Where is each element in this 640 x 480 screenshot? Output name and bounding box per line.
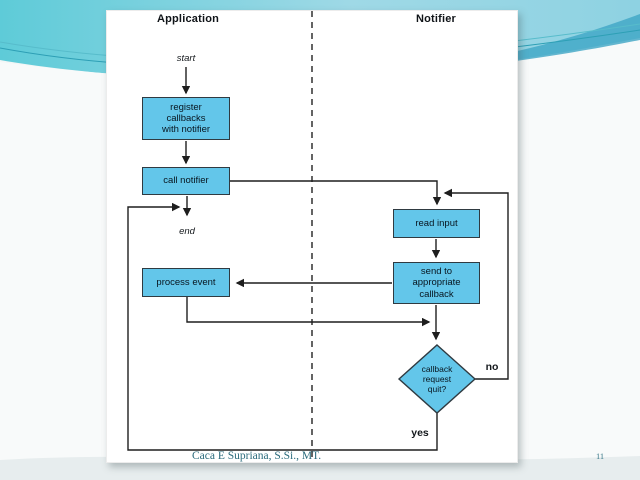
footer-credit: Caca E Supriana, S.Si., MT. [192,450,322,462]
page-number: 11 [596,451,605,461]
column-header-notifier: Notifier [415,13,457,25]
node-quit-decision-label: callback request quit? [421,363,453,395]
branch-label-yes: yes [411,427,429,439]
node-send-to-callback: send to appropriate callback [393,262,480,304]
column-header-application: Application [156,13,220,25]
node-read-input: read input [393,209,480,238]
end-label: end [179,226,195,237]
branch-label-no: no [485,361,499,373]
start-label: start [176,53,196,64]
node-register-callbacks: register callbacks with notifier [142,97,230,140]
node-call-notifier: call notifier [142,167,230,195]
node-process-event: process event [142,268,230,297]
